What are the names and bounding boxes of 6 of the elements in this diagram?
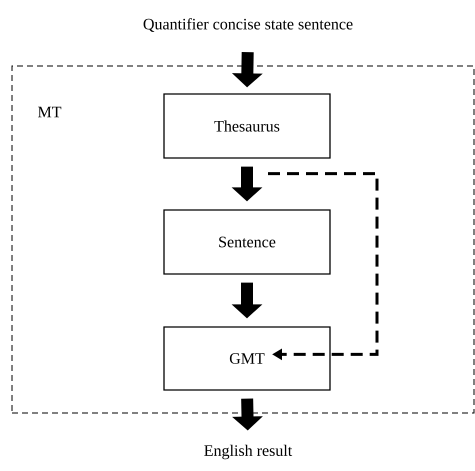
process-box: Sentence (163, 209, 331, 275)
text-label: English result (204, 444, 292, 460)
process-box: Thesaurus (163, 93, 331, 159)
arrow (268, 172, 378, 360)
text-label: Quantifier concise state sentence (144, 18, 353, 32)
process-box: GMT (163, 326, 331, 391)
